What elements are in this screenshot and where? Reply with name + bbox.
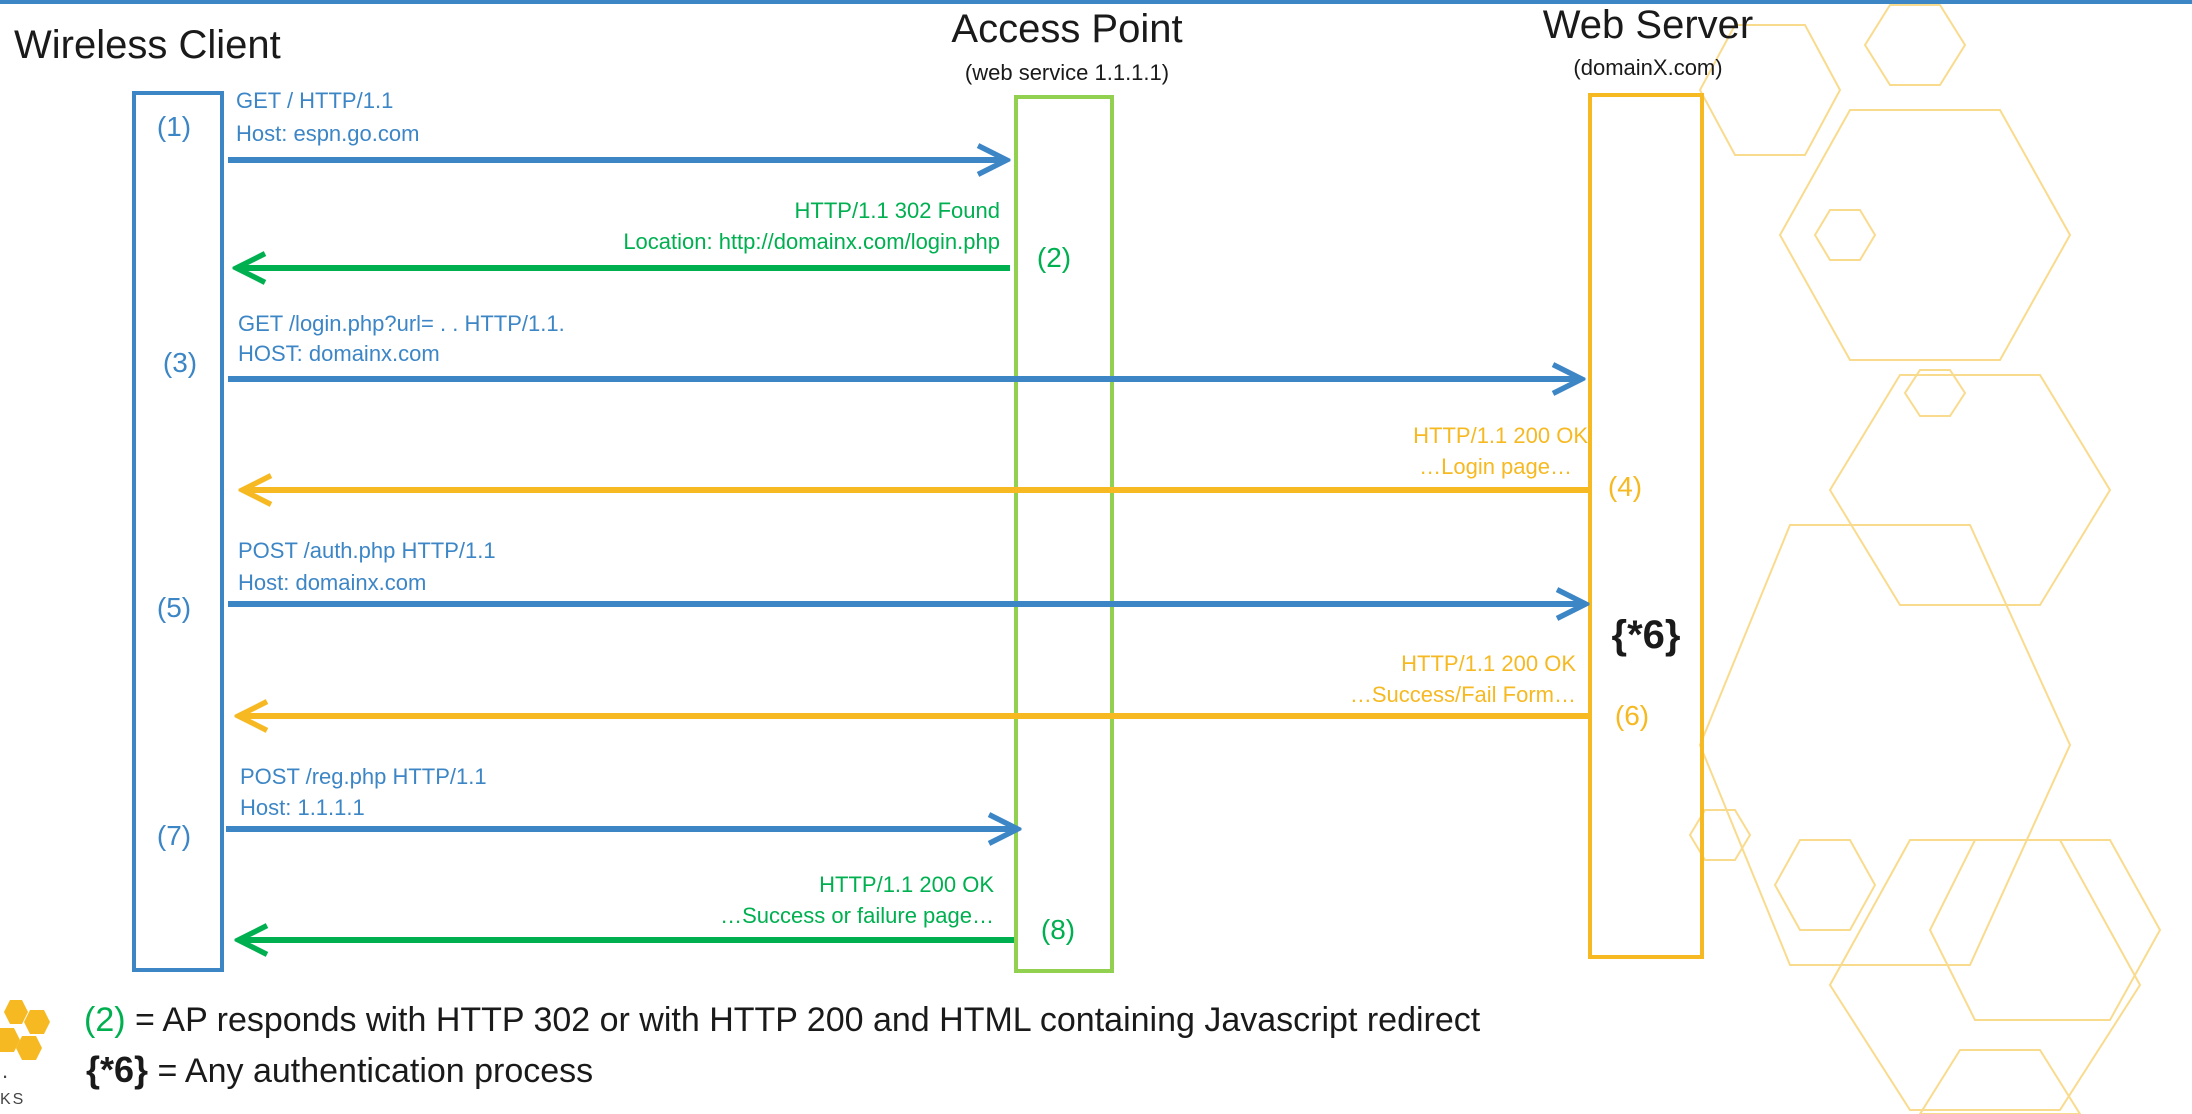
msg-4-line-1: HTTP/1.1 200 OK [1413,423,1588,448]
step-7-label: (7) [157,820,191,851]
hexagon-shape [1928,839,2162,1021]
ap-lifeline [1014,95,1114,973]
client-lane-title: Wireless Client [14,23,281,67]
step-8-label: (8) [1041,914,1075,945]
hexagon-shape [1813,209,1877,261]
hexagon-shape [1903,369,1967,417]
ap-lane-subtitle: (web service 1.1.1.1) [965,60,1169,85]
step-6-label: (6) [1615,700,1649,731]
client-lifeline [132,91,224,972]
hexagon-background [1688,4,2162,1114]
legend-key-step-2: (2) [84,1001,126,1039]
step-5-label: (5) [157,592,191,623]
hexagon-shape [1918,1049,2082,1114]
step-4-label: (4) [1608,471,1642,502]
step-3-label: (3) [163,347,197,378]
company-logo: . KS [0,1000,50,1108]
hexagon-shape [1698,24,1842,156]
server-lane-subtitle: (domainX.com) [1573,55,1722,80]
msg-1-line-1: GET / HTTP/1.1 [236,88,393,113]
msg-1-line-2: Host: espn.go.com [236,121,419,146]
hexagon-shape [1688,809,1752,861]
legend-text-step-2: = AP responds with HTTP 302 or with HTTP… [126,1001,1481,1039]
msg-6-line-1: HTTP/1.1 200 OK [1401,651,1576,676]
top-border [0,0,2192,4]
hexagon-shape [1828,374,2112,606]
msg-6-line-2: …Success/Fail Form… [1350,682,1576,707]
auth-process-ref: {*6} [1612,613,1681,657]
hexagon-shape [1778,109,2072,361]
ap-lane-title: Access Point [951,7,1182,51]
logo-hexagon [24,1010,50,1034]
msg-3-line-2: HOST: domainx.com [238,341,440,366]
hexagon-shape [1698,524,2072,966]
legend-line-1: (2) = AP responds with HTTP 302 or with … [84,1001,1481,1039]
msg-7-line-1: POST /reg.php HTTP/1.1 [240,764,487,789]
msg-3-line-1: GET /login.php?url= . . HTTP/1.1. [238,311,565,336]
msg-7-line-2: Host: 1.1.1.1 [240,795,365,820]
msg-5-line-2: Host: domainx.com [238,570,426,595]
logo-text-fragment-1: . [2,1058,8,1083]
logo-hexagon [4,1000,28,1024]
hexagon-shape [1828,839,2142,1111]
logo-hexagon [16,1036,42,1060]
logo-text-fragment-2: KS [0,1091,25,1108]
legend-text-auth: = Any authentication process [148,1052,593,1090]
logo-hexagon [0,1028,20,1052]
step-1-label: (1) [157,111,191,142]
msg-8-line-1: HTTP/1.1 200 OK [819,872,994,897]
msg-2-line-1: HTTP/1.1 302 Found [795,198,1000,223]
hexagon-shape [1863,4,1967,86]
server-lifeline [1588,93,1704,959]
msg-4-line-2: …Login page… [1419,454,1572,479]
step-2-label: (2) [1037,242,1071,273]
msg-5-line-1: POST /auth.php HTTP/1.1 [238,538,496,563]
server-lane-title: Web Server [1543,3,1753,47]
msg-2-line-2: Location: http://domainx.com/login.php [623,229,1000,254]
hexagon-shape [1773,839,1877,931]
legend-line-2: {*6} = Any authentication process [86,1049,593,1090]
legend-key-auth: {*6} [86,1049,148,1090]
msg-8-line-2: …Success or failure page… [720,903,994,928]
